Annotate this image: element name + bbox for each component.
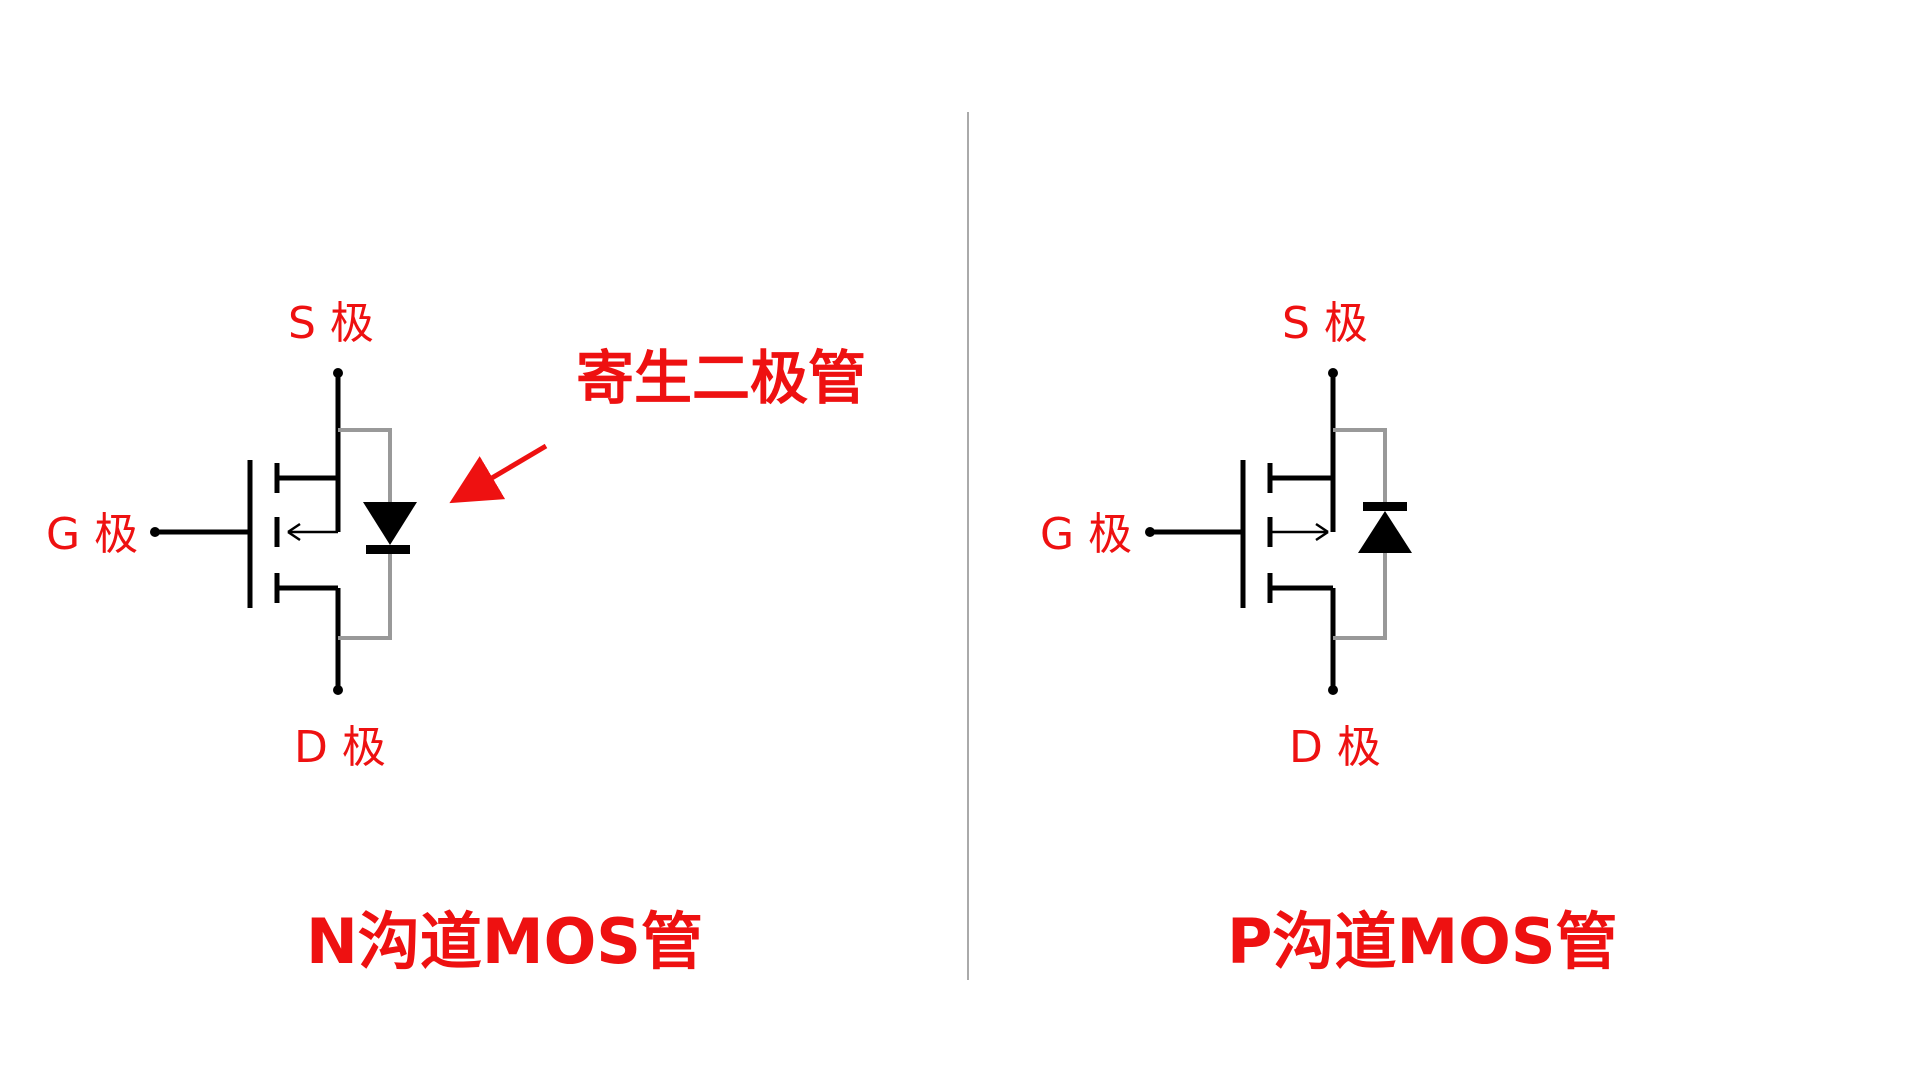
body-diode-triangle	[363, 502, 417, 545]
parasitic-diode-annotation: 寄生二极管	[576, 344, 866, 412]
p-gate-label: G 极	[1040, 509, 1132, 560]
body-diode-wire-top	[1333, 428, 1387, 502]
annotation-arrow-icon	[449, 443, 548, 504]
body-diode-wire-bottom	[338, 550, 392, 640]
p-channel-caption: P沟道MOS管	[1227, 905, 1618, 978]
source-terminal-dot	[333, 368, 343, 378]
n-channel-caption: N沟道MOS管	[306, 905, 703, 978]
p-channel-mosfet-symbol	[1145, 368, 1412, 695]
gate-terminal-dot	[150, 527, 160, 537]
n-channel-mosfet-symbol	[150, 368, 417, 695]
body-diode-wire-bottom	[1333, 553, 1387, 640]
drain-terminal-dot	[333, 685, 343, 695]
gate-terminal-dot	[1145, 527, 1155, 537]
p-source-label: S 极	[1282, 298, 1368, 349]
body-diode-bar	[1363, 502, 1407, 511]
source-terminal-dot	[1328, 368, 1338, 378]
n-drain-label: D 极	[294, 722, 386, 773]
body-diode-triangle	[1358, 511, 1412, 553]
n-gate-label: G 极	[46, 509, 138, 560]
n-source-label: S 极	[288, 298, 374, 349]
body-diode-bar	[366, 545, 410, 554]
body-arrow-icon	[287, 522, 301, 542]
body-arrow-icon	[1315, 522, 1329, 542]
body-diode-wire-top	[338, 428, 392, 502]
drain-terminal-dot	[1328, 685, 1338, 695]
p-drain-label: D 极	[1289, 722, 1381, 773]
